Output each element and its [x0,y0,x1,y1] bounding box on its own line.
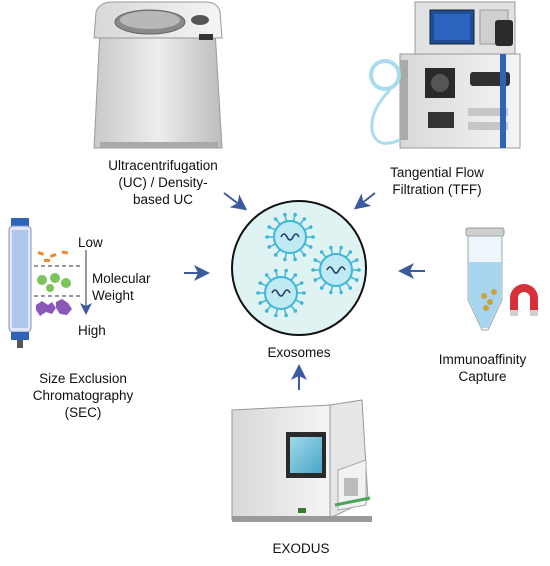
tube-magnet-icon [465,227,538,331]
exosome-icon [265,212,315,262]
exosome-icons [256,212,361,318]
exosome-icon [256,268,306,318]
exosome-icon [311,245,361,295]
exosomes-label: Exosomes [267,345,331,360]
tff-system-icon [369,1,521,149]
arrows [184,192,425,390]
exodus-instrument-icon [231,399,372,522]
sec-column-icon [8,218,92,348]
uc-label: Ultracentrifugation(UC) / Density-based … [108,158,218,207]
arrow-uc [223,192,248,211]
arrow-tff [353,192,376,210]
sec-high-label: High [78,323,106,338]
exosome-circle [231,200,367,336]
centrifuge-icon [93,1,223,149]
exodus-label: EXODUS [272,541,330,556]
sec-low-label: Low [78,235,103,250]
